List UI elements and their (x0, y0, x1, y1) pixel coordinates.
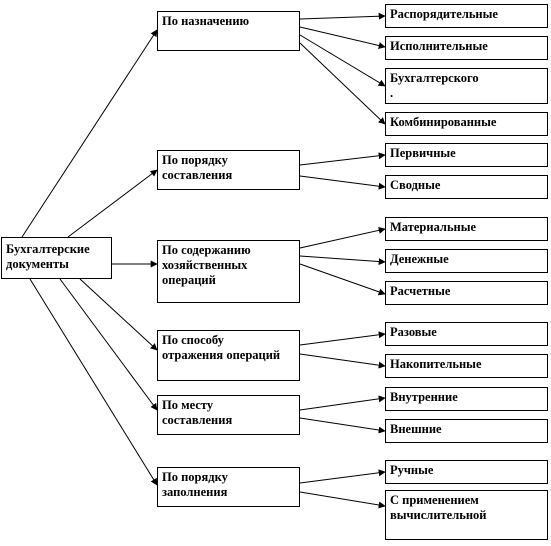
item-box: Денежные (385, 249, 548, 273)
item-connector (299, 395, 386, 411)
item-box: Комбинированные (385, 112, 548, 136)
item-label: Исполнительные (390, 39, 488, 53)
item-label: Внешние (390, 422, 442, 436)
item-box: Ручные (385, 460, 548, 484)
item-label: Распорядительные (390, 7, 498, 21)
category-label: По содержанию хозяйственных операций (162, 243, 251, 287)
category-label: По назначению (162, 14, 250, 28)
item-box: Внешние (385, 419, 548, 443)
root-connector (59, 278, 158, 411)
item-connector (299, 34, 386, 87)
root-box: Бухгалтерские документы (1, 237, 112, 279)
item-box: Исполнительные (385, 36, 548, 60)
item-label: Денежные (390, 252, 449, 266)
item-label: С применением вычислительной (390, 493, 487, 522)
root-connector (21, 29, 158, 238)
item-connector (299, 255, 386, 266)
category-box-purpose: По назначению (157, 11, 300, 51)
item-connector (299, 417, 386, 434)
item-connector (299, 491, 386, 509)
item-connector (299, 226, 386, 249)
category-label: По порядку заполнения (162, 470, 228, 499)
item-connector (299, 42, 386, 125)
item-box: Накопительные (385, 354, 548, 378)
item-box: Бухгалтерского . (385, 68, 548, 104)
item-label: Внутренние (390, 390, 458, 404)
item-label: Первичные (390, 146, 456, 160)
item-box: Материальные (385, 217, 548, 241)
root-connector (29, 278, 158, 486)
category-label: По месту составления (162, 398, 233, 427)
item-connector (299, 469, 386, 484)
item-connector (299, 263, 386, 296)
item-label: Расчетные (390, 284, 451, 298)
item-connector (299, 152, 386, 166)
item-connector (299, 331, 386, 346)
item-box: Распорядительные (385, 4, 548, 28)
item-box: Внутренние (385, 387, 548, 411)
category-box-filling-order: По порядку заполнения (157, 467, 300, 507)
item-box: Разовые (385, 322, 548, 346)
item-box: Расчетные (385, 281, 548, 305)
root-label: Бухгалтерские документы (6, 242, 90, 271)
item-connector (299, 12, 386, 20)
item-label: Бухгалтерского . (390, 71, 479, 100)
item-connector (299, 175, 386, 190)
item-connector (299, 353, 386, 369)
root-connector (79, 278, 158, 351)
item-box: С применением вычислительной (385, 490, 548, 540)
item-box: Сводные (385, 175, 548, 199)
category-box-content: По содержанию хозяйственных операций (157, 240, 300, 303)
item-label: Накопительные (390, 357, 482, 371)
category-box-place: По месту составления (157, 395, 300, 435)
item-box: Первичные (385, 143, 548, 167)
category-box-reflection-method: По способу отражения операций (157, 330, 300, 381)
item-label: Материальные (390, 220, 477, 234)
category-label: По порядку составления (162, 153, 233, 182)
category-label: По способу отражения операций (162, 333, 281, 362)
item-connector (299, 26, 386, 49)
category-box-compilation-order: По порядку составления (157, 150, 300, 190)
item-label: Комбинированные (390, 115, 497, 129)
item-label: Разовые (390, 325, 437, 339)
item-label: Сводные (390, 178, 441, 192)
item-label: Ручные (390, 463, 434, 477)
root-connector (67, 169, 158, 238)
